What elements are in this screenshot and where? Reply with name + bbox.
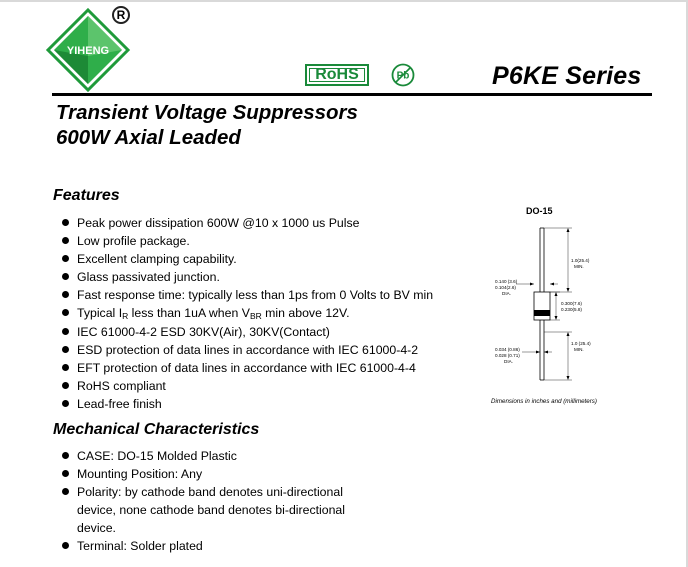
logo-brand-text: YIHENG	[67, 45, 109, 57]
list-item: Excellent clamping capability.	[62, 250, 452, 268]
list-item: RoHS compliant	[62, 377, 452, 395]
list-item: Lead-free finish	[62, 395, 452, 413]
svg-text:0.028 (0.71): 0.028 (0.71)	[495, 353, 520, 358]
list-item: Peak power dissipation 600W @10 x 1000 u…	[62, 214, 452, 232]
list-item: CASE: DO-15 Molded Plastic	[62, 447, 362, 465]
page-top-border	[0, 0, 688, 2]
svg-text:Pb: Pb	[397, 71, 410, 82]
svg-text:DIA.: DIA.	[504, 359, 513, 364]
list-item: IEC 61000-4-2 ESD 30KV(Air), 30KV(Contac…	[62, 323, 452, 341]
pb-free-icon: Pb	[391, 63, 415, 87]
list-item: Polarity: by cathode band denotes uni-di…	[62, 483, 362, 537]
svg-text:DIA.: DIA.	[502, 291, 511, 296]
series-title: P6KE Series	[492, 62, 642, 90]
mechanical-heading: Mechanical Characteristics	[53, 421, 260, 438]
svg-text:MIN.: MIN.	[574, 347, 584, 352]
mechanical-list: CASE: DO-15 Molded Plastic Mounting Posi…	[62, 447, 362, 555]
features-list: Peak power dissipation 600W @10 x 1000 u…	[62, 214, 452, 413]
list-item: Glass passivated junction.	[62, 268, 452, 286]
list-item: Low profile package.	[62, 232, 452, 250]
list-item: Terminal: Solder plated	[62, 537, 362, 555]
svg-text:1.0 (25.4): 1.0 (25.4)	[571, 341, 591, 346]
document-title: Transient Voltage Suppressors	[56, 101, 358, 124]
document-subtitle: 600W Axial Leaded	[56, 126, 241, 149]
page-right-border	[686, 0, 688, 567]
svg-text:0.300(7.6): 0.300(7.6)	[561, 301, 582, 306]
list-item: Typical IR less than 1uA when VBR min ab…	[62, 304, 452, 323]
dimensions-caption: Dimensions in inches and (millimeters)	[491, 398, 597, 405]
list-item: ESD protection of data lines in accordan…	[62, 341, 452, 359]
svg-text:0.034 (0.86): 0.034 (0.86)	[495, 347, 520, 352]
header-divider	[52, 93, 652, 96]
yiheng-logo: YIHENG	[46, 7, 131, 93]
svg-text:0.230(5.8): 0.230(5.8)	[561, 307, 582, 312]
list-item: Fast response time: typically less than …	[62, 286, 452, 304]
svg-text:0.140 (3.6): 0.140 (3.6)	[495, 279, 518, 284]
rohs-badge: RoHS	[305, 64, 369, 86]
list-item: Mounting Position: Any	[62, 465, 362, 483]
package-title: DO-15	[526, 206, 553, 216]
registered-mark: R	[112, 6, 130, 24]
features-heading: Features	[53, 187, 120, 204]
svg-text:1.0(25.4): 1.0(25.4)	[571, 258, 590, 263]
svg-text:0.104(2.6): 0.104(2.6)	[495, 285, 516, 290]
svg-text:MIN.: MIN.	[574, 264, 584, 269]
list-item: EFT protection of data lines in accordan…	[62, 359, 452, 377]
do15-package-drawing: 1.0(25.4) MIN. 0.140 (3.6) 0.104(2.6) DI…	[495, 227, 591, 381]
